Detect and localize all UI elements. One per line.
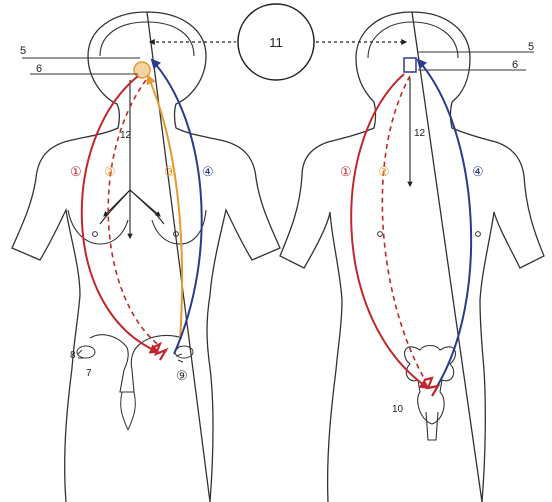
male-label-5: 5 bbox=[528, 41, 534, 53]
male-head-inner bbox=[368, 22, 458, 58]
female-label-7: 7 bbox=[86, 368, 92, 379]
female-pathway-3 bbox=[148, 76, 182, 340]
male-pathway-1 bbox=[351, 74, 428, 388]
female-branch-breasts bbox=[100, 190, 164, 224]
male-figure: ① ② ④ 5 6 10 12 bbox=[280, 12, 544, 502]
male-label-4: ④ bbox=[472, 164, 484, 179]
male-nipple-right bbox=[476, 232, 481, 237]
female-body-outline bbox=[12, 12, 280, 502]
female-label-5: 5 bbox=[20, 45, 26, 57]
female-pathway-2 bbox=[108, 80, 160, 346]
female-label-12: 12 bbox=[120, 130, 132, 141]
female-label-4: ④ bbox=[202, 164, 214, 179]
male-pituitary bbox=[404, 58, 416, 72]
female-figure: ① ② ③ ④ 5 6 7 8 ⑨ 12 bbox=[12, 12, 280, 502]
female-head-inner bbox=[100, 22, 194, 56]
male-body-outline bbox=[280, 12, 544, 502]
female-ovary-marker-right bbox=[176, 346, 183, 362]
female-arrow-right-breast bbox=[130, 190, 160, 216]
male-label-1: ① bbox=[340, 164, 352, 179]
female-label-1: ① bbox=[70, 164, 82, 179]
female-nipple-left bbox=[93, 232, 98, 237]
female-label-6: 6 bbox=[36, 63, 42, 75]
female-label-9: ⑨ bbox=[176, 368, 188, 383]
female-breast-left bbox=[68, 210, 128, 244]
female-pituitary bbox=[134, 62, 150, 78]
male-genitals bbox=[405, 346, 456, 441]
male-label-12: 12 bbox=[414, 128, 426, 139]
center-node: 11 bbox=[150, 4, 406, 80]
male-nipple-left bbox=[378, 232, 383, 237]
female-label-8: 8 bbox=[70, 350, 76, 361]
female-ovary-activity bbox=[152, 344, 166, 360]
male-label-2: ② bbox=[378, 164, 390, 179]
female-uterus bbox=[90, 335, 182, 392]
center-label-11: 11 bbox=[269, 35, 283, 50]
female-vagina bbox=[121, 392, 136, 430]
male-pathway-2 bbox=[382, 76, 424, 378]
female-label-3: ③ bbox=[164, 164, 176, 179]
male-label-6: 6 bbox=[512, 59, 518, 71]
female-label-2: ② bbox=[104, 164, 116, 179]
male-label-10: 10 bbox=[392, 404, 404, 415]
